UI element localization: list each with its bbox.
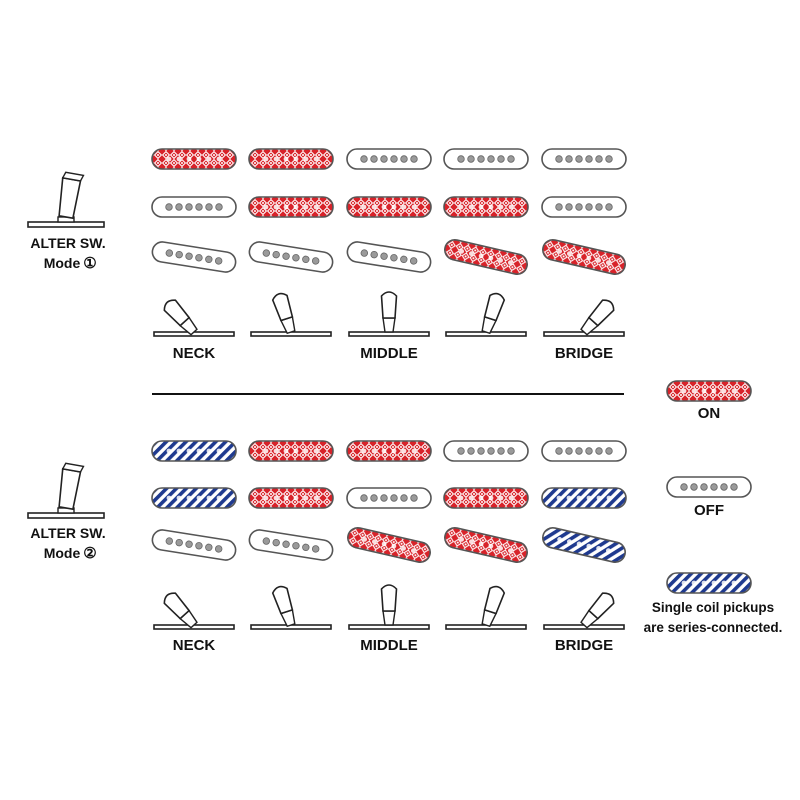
- m1-pickup-r2-c4: [443, 196, 529, 218]
- mode1-selector-row: [153, 291, 625, 337]
- m1-selector-switch-5[interactable]: [543, 297, 625, 337]
- m1-pickup-r1-c3: [346, 148, 432, 170]
- m1-pickup-r3-c1: [151, 241, 237, 273]
- mode2-position-labels: NECK MIDDLE BRIDGE: [173, 637, 613, 654]
- m2-pickup-r3-c2: [248, 529, 334, 561]
- m2-pickup-r1-c3: [346, 440, 432, 462]
- m2-pickup-r1-c1: [151, 440, 237, 462]
- m2-pickup-r2-c5: [541, 487, 627, 509]
- m1-position-label-1: NECK: [173, 345, 216, 362]
- m2-selector-switch-2[interactable]: [250, 585, 332, 630]
- m1-pickup-r2-c1: [151, 196, 237, 218]
- legend: ON OFF Single coil pickups are series-co…: [644, 380, 783, 635]
- m2-pickup-r2-c2: [248, 487, 334, 509]
- legend-series-swatch: [666, 572, 752, 594]
- m1-pickup-r3-c4: [444, 239, 528, 275]
- legend-off-swatch: [666, 476, 752, 498]
- m2-pickup-r3-c5: [542, 527, 626, 563]
- mode1-section: ALTER SW. Mode ① NECK MIDDLE BRIDGE: [27, 148, 627, 362]
- m2-pickup-r2-c1: [151, 487, 237, 509]
- m1-pickup-r3-c2: [248, 241, 334, 273]
- m2-pickup-r2-c3: [346, 487, 432, 509]
- m2-pickup-r1-c2: [248, 440, 334, 462]
- m1-selector-switch-2[interactable]: [250, 292, 332, 337]
- m1-selector-switch-4[interactable]: [445, 292, 527, 337]
- m2-pickup-r1-c4: [443, 440, 529, 462]
- m1-pickup-r1-c5: [541, 148, 627, 170]
- m2-pickup-r3-c3: [347, 527, 431, 563]
- legend-on-pickup-icon: [666, 380, 752, 402]
- m2-selector-switch-5[interactable]: [543, 590, 625, 630]
- m2-pickup-r1-c5: [541, 440, 627, 462]
- m2-selector-switch-4[interactable]: [445, 585, 527, 630]
- m1-pickup-r3-c3: [346, 241, 432, 273]
- legend-series-label-2: are series-connected.: [644, 620, 783, 635]
- mode1-position-labels: NECK MIDDLE BRIDGE: [173, 345, 613, 362]
- mode1-mode-symbol: ①: [83, 255, 96, 272]
- m2-position-label-3: MIDDLE: [360, 637, 418, 654]
- mode2-label-title: ALTER SW.: [30, 525, 105, 541]
- mode1-label-mode: Mode: [44, 255, 81, 271]
- m2-pickup-r3-c4: [444, 527, 528, 563]
- m1-position-label-3: MIDDLE: [360, 345, 418, 362]
- mode2-pickup-grid: [151, 440, 627, 563]
- m1-pickup-r1-c2: [248, 148, 334, 170]
- toggle-base: [27, 512, 105, 519]
- m1-pickup-r3-c5: [542, 239, 626, 275]
- m1-selector-switch-3[interactable]: [348, 291, 430, 337]
- legend-off-pickup-icon: [666, 476, 752, 498]
- m1-pickup-r2-c5: [541, 196, 627, 218]
- toggle-base: [27, 221, 105, 228]
- mode2-selector-row: [153, 584, 625, 630]
- m1-pickup-r1-c1: [151, 148, 237, 170]
- m1-pickup-r1-c4: [443, 148, 529, 170]
- mode2-label-mode: Mode: [44, 545, 81, 561]
- m1-pickup-r2-c3: [346, 196, 432, 218]
- mode2-mode-symbol: ②: [83, 545, 96, 562]
- mode1-alter-switch[interactable]: [27, 171, 105, 228]
- m2-pickup-r3-c1: [151, 529, 237, 561]
- m2-pickup-r2-c4: [443, 487, 529, 509]
- m2-position-label-1: NECK: [173, 637, 216, 654]
- toggle-switch-icon: [58, 462, 85, 511]
- m2-position-label-5: BRIDGE: [555, 637, 613, 654]
- legend-series-pickup-icon: [666, 572, 752, 594]
- legend-on-label: ON: [698, 405, 721, 422]
- mode1-pickup-grid: [151, 148, 627, 275]
- m1-position-label-5: BRIDGE: [555, 345, 613, 362]
- mode2-alter-switch[interactable]: [27, 462, 105, 519]
- m2-selector-switch-3[interactable]: [348, 584, 430, 630]
- mode2-section: ALTER SW. Mode ② NECK MIDDLE BRIDGE: [27, 440, 627, 654]
- m1-pickup-r2-c2: [248, 196, 334, 218]
- toggle-switch-icon: [58, 171, 85, 220]
- m1-selector-switch-1[interactable]: [153, 297, 235, 337]
- mode1-label-title: ALTER SW.: [30, 235, 105, 251]
- legend-series-label-1: Single coil pickups: [652, 600, 774, 615]
- legend-off-label: OFF: [694, 502, 724, 519]
- m2-selector-switch-1[interactable]: [153, 590, 235, 630]
- legend-on-swatch: [666, 380, 752, 402]
